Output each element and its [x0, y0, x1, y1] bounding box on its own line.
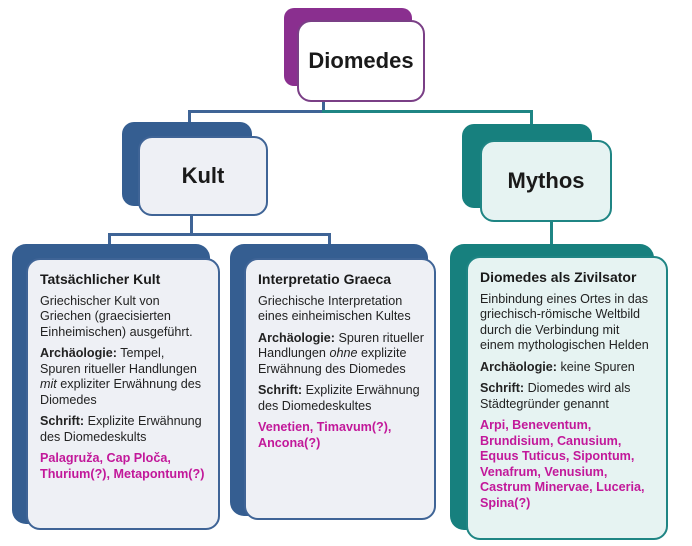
- zivilisator-schrift: Schrift: Diomedes wird als Städtegründer…: [480, 381, 631, 411]
- interpretatio-intro: Griechische Interpretation eines einheim…: [258, 293, 411, 324]
- connector-to-tatsaechlich: [108, 233, 111, 247]
- schrift-label: Schrift:: [258, 383, 303, 397]
- tatsaechlich-intro: Griechischer Kult von Griechen (graecisi…: [40, 293, 193, 339]
- connector-to-interpretatio: [328, 233, 331, 247]
- interpretatio-schrift: Schrift: Explizite Erwähnung des Diomede…: [258, 383, 420, 413]
- connector-root-down: [322, 100, 325, 112]
- tatsaechlich-schrift: Schrift: Explizite Erwähnung des Diomede…: [40, 414, 202, 444]
- zivilisator-archaeologie: Archäologie: keine Spuren: [480, 359, 635, 374]
- connector-horizontal-right: [322, 110, 532, 113]
- interpretatio-places: Venetien, Timavum(?), Ancona(?): [258, 420, 392, 450]
- interpretatio-archaeologie: Archäologie: Spuren ritueller Handlungen…: [258, 330, 424, 376]
- arch-label: Archäologie:: [480, 359, 557, 374]
- connector-horizontal-left: [188, 110, 324, 113]
- zivilisator-heading: Diomedes als Zivilsator: [480, 269, 637, 285]
- mythos-node: Mythos: [480, 140, 612, 222]
- connector-kult-down: [190, 216, 193, 234]
- arch-label: Archäologie:: [258, 330, 335, 345]
- root-node: Diomedes: [297, 20, 425, 102]
- tatsaechlich-places: Palagruža, Cap Ploča, Thurium(?), Metapo…: [40, 451, 205, 481]
- tatsaechlich-archaeologie: Archäologie: Tempel, Spuren ritueller Ha…: [40, 346, 202, 407]
- schrift-label: Schrift:: [480, 381, 525, 395]
- zivilisator-places: Arpi, Beneventum, Brundisium, Canusium, …: [480, 418, 645, 510]
- mythos-node-label: Mythos: [507, 168, 585, 193]
- connector-kult-split: [108, 233, 330, 236]
- kult-node-label: Kult: [181, 163, 225, 188]
- interpretatio-box: Interpretatio Graeca Griechische Interpr…: [244, 258, 436, 520]
- schrift-label: Schrift:: [40, 414, 85, 428]
- connector-mythos-down: [550, 218, 553, 248]
- root-node-label: Diomedes: [308, 48, 414, 73]
- kult-node: Kult: [138, 136, 268, 216]
- zivilisator-box: Diomedes als Zivilsator Einbindung eines…: [466, 256, 668, 540]
- tatsaechlich-box: Tatsächlicher Kult Griechischer Kult von…: [26, 258, 220, 530]
- arch-label: Archäologie:: [40, 346, 117, 360]
- interpretatio-heading: Interpretatio Graeca: [258, 271, 392, 287]
- zivilisator-intro: Einbindung eines Ortes in das griechisch…: [480, 291, 649, 353]
- tatsaechlich-heading: Tatsächlicher Kult: [40, 271, 161, 287]
